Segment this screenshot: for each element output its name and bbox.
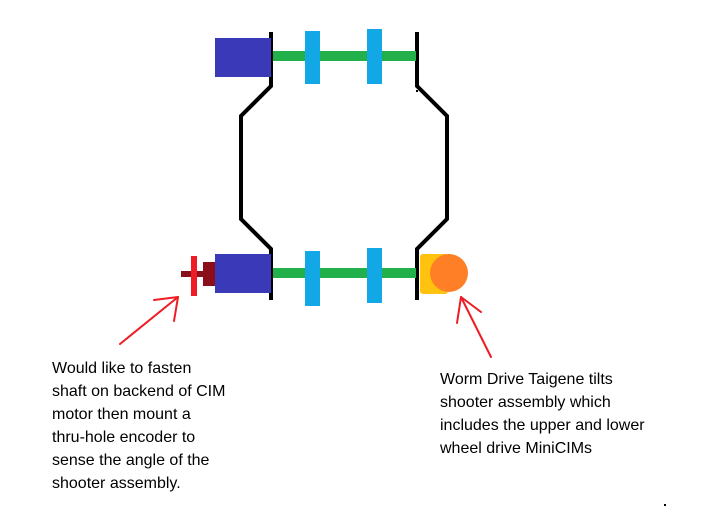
encoder-note-line: thru-hole encoder to (52, 429, 196, 446)
thru-hole-encoder (191, 256, 197, 296)
lower-wheel-drive (215, 248, 416, 306)
stray-mark-1 (416, 90, 418, 92)
stray-mark-2 (664, 504, 666, 506)
encoder-arrow (119, 296, 179, 345)
upper-minicim-motor (215, 38, 271, 77)
encoder-note-line: shooter assembly. (52, 475, 181, 492)
upper-wheel-1 (305, 31, 320, 84)
upper-shaft (273, 51, 416, 61)
lower-wheel-1 (305, 251, 320, 306)
worm-drive-note: Worm Drive Taigene tilts shooter assembl… (440, 368, 645, 460)
upper-wheel-drive (215, 29, 416, 84)
worm-drive-note-line: wheel drive MiniCIMs (440, 440, 593, 457)
encoder-note-line: sense the angle of the (52, 452, 210, 469)
frame-right-side (415, 32, 449, 300)
lower-wheel-2 (367, 248, 382, 303)
worm-drive-note-line: Worm Drive Taigene tilts (440, 371, 613, 388)
worm-gear (430, 254, 468, 292)
encoder-note-line: motor then mount a (52, 406, 191, 423)
worm-drive-note-line: shooter assembly which (440, 394, 611, 411)
encoder-assembly (181, 256, 215, 296)
encoder-coupler (203, 262, 215, 286)
shooter-frame (239, 32, 449, 300)
encoder-note-line: Would like to fasten (52, 360, 192, 377)
lower-cim-motor (215, 254, 271, 293)
upper-wheel-2 (367, 29, 382, 84)
worm-drive-note-line: includes the upper and lower (440, 417, 645, 434)
worm-drive (420, 254, 468, 294)
encoder-backend-shaft (181, 271, 215, 277)
lower-shaft (273, 268, 416, 278)
encoder-note-line: shaft on backend of CIM (52, 383, 226, 400)
worm-drive-arrow (456, 296, 492, 358)
encoder-note: Would like to fasten shaft on backend of… (52, 357, 225, 495)
